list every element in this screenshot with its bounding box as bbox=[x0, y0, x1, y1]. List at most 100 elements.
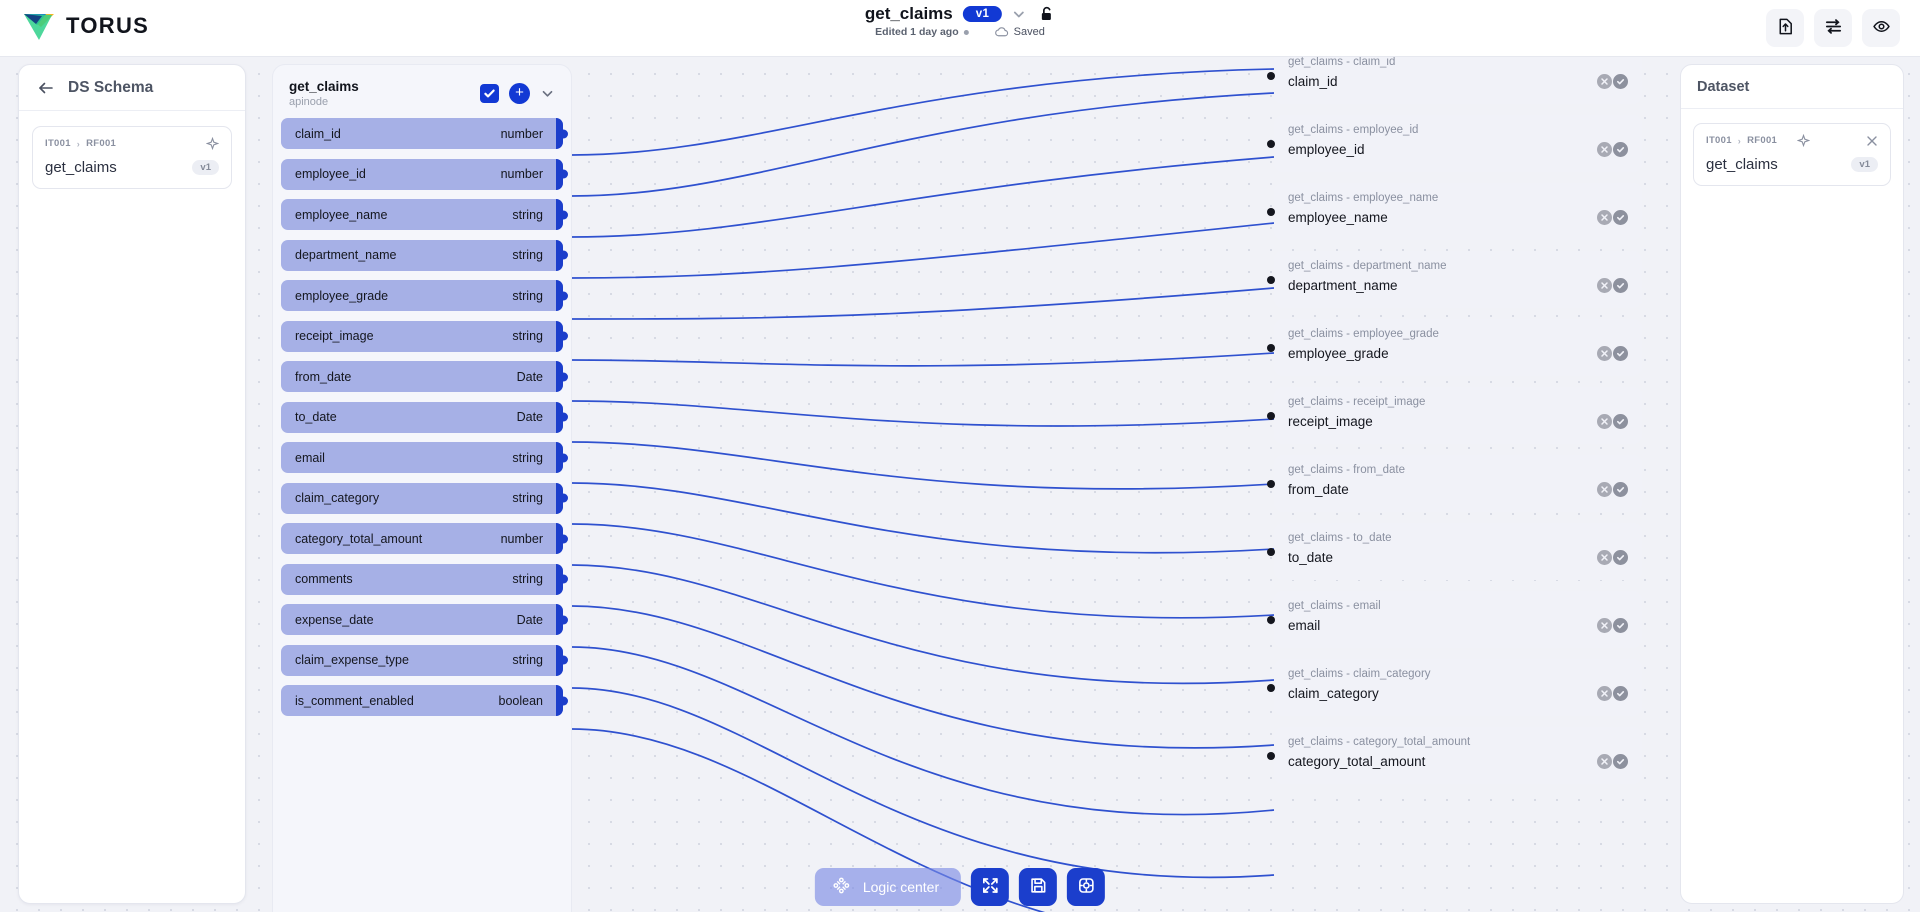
mapping-connector-handle[interactable] bbox=[1267, 275, 1275, 284]
field-connector-handle[interactable] bbox=[558, 210, 568, 219]
field-name: receipt_image bbox=[295, 329, 374, 343]
field-name: employee_id bbox=[295, 167, 366, 181]
mapping-connector-handle[interactable] bbox=[1267, 751, 1275, 760]
dataset-item-card[interactable]: IT001 › RF001 get_claims v1 bbox=[1693, 123, 1891, 186]
fit-view-button[interactable] bbox=[971, 868, 1010, 906]
field-connector-handle[interactable] bbox=[558, 412, 568, 422]
mapping-connector-handle[interactable] bbox=[1267, 615, 1275, 624]
mapping-reject-button[interactable] bbox=[1597, 346, 1612, 361]
mapping-connector-handle[interactable] bbox=[1267, 411, 1275, 420]
mapping-reject-button[interactable] bbox=[1597, 278, 1612, 293]
mapping-connector-handle[interactable] bbox=[1267, 207, 1275, 216]
mapping-accept-button[interactable] bbox=[1613, 414, 1628, 429]
mapping-connector-handle[interactable] bbox=[1267, 343, 1275, 352]
field-connector-handle[interactable] bbox=[558, 129, 568, 138]
version-badge[interactable]: v1 bbox=[962, 6, 1003, 22]
mapping-reject-button[interactable] bbox=[1597, 74, 1612, 89]
edited-text: Edited 1 day ago bbox=[875, 26, 959, 38]
preview-button[interactable] bbox=[1862, 9, 1900, 47]
mapping-reject-button[interactable] bbox=[1597, 686, 1612, 701]
field-connector-handle[interactable] bbox=[558, 655, 568, 665]
mapping-accept-button[interactable] bbox=[1613, 278, 1628, 293]
mapping-reject-button[interactable] bbox=[1597, 142, 1612, 157]
mapping-accept-button[interactable] bbox=[1613, 142, 1628, 157]
focus-button[interactable] bbox=[1067, 868, 1106, 906]
logic-center-button[interactable]: Logic center bbox=[814, 868, 962, 906]
mapping-accept-button[interactable] bbox=[1613, 346, 1628, 361]
mapping-reject-button[interactable] bbox=[1597, 414, 1612, 429]
field-connector-handle[interactable] bbox=[558, 696, 568, 705]
mapping-reject-button[interactable] bbox=[1597, 482, 1612, 497]
mapping-reject-button[interactable] bbox=[1597, 210, 1612, 225]
transform-button[interactable] bbox=[1814, 9, 1852, 47]
mapping-accept-button[interactable] bbox=[1613, 74, 1628, 89]
mapping-accept-button[interactable] bbox=[1613, 754, 1628, 769]
mapping-source-label: get_claims - category_total_amount bbox=[1288, 736, 1471, 748]
schema-item-card[interactable]: IT001 › RF001 get_claims v1 bbox=[32, 126, 232, 189]
mapping-connector-handle[interactable] bbox=[1267, 71, 1275, 80]
chevron-down-icon[interactable] bbox=[540, 86, 555, 101]
mapping-accept-button[interactable] bbox=[1613, 618, 1628, 633]
close-icon[interactable] bbox=[1866, 135, 1878, 147]
sparkle-icon[interactable] bbox=[205, 136, 220, 151]
export-file-button[interactable] bbox=[1766, 9, 1804, 47]
mapping-accept-button[interactable] bbox=[1613, 686, 1628, 701]
flow-canvas[interactable]: DS Schema IT001 › RF001 get_claims v1 ge… bbox=[0, 57, 1920, 912]
field-connector-handle[interactable] bbox=[558, 250, 568, 260]
mapping-accept-button[interactable] bbox=[1613, 482, 1628, 497]
mapping-accept-button[interactable] bbox=[1613, 210, 1628, 225]
field-connector-handle[interactable] bbox=[558, 493, 568, 503]
mapping-accept-button[interactable] bbox=[1613, 550, 1628, 565]
mapping-connector-handle[interactable] bbox=[1267, 683, 1275, 692]
arrow-left-icon[interactable] bbox=[37, 79, 55, 97]
sparkle-icon[interactable] bbox=[1796, 133, 1811, 148]
field-connector-handle[interactable] bbox=[558, 615, 568, 624]
add-field-button[interactable]: + bbox=[509, 83, 530, 104]
mapping-reject-button[interactable] bbox=[1597, 550, 1612, 565]
field-connector-handle[interactable] bbox=[558, 574, 568, 584]
field-connector-handle[interactable] bbox=[558, 291, 568, 300]
save-button[interactable] bbox=[1019, 868, 1058, 906]
field-connector-handle[interactable] bbox=[558, 331, 568, 341]
mapping-reject-button[interactable] bbox=[1597, 754, 1612, 769]
mapping-target-name: category_total_amount bbox=[1288, 754, 1426, 769]
mapping-connector-handle[interactable] bbox=[1267, 139, 1275, 148]
mapping-reject-button[interactable] bbox=[1597, 618, 1612, 633]
field-connector-handle[interactable] bbox=[558, 453, 568, 462]
field-connector-handle[interactable] bbox=[558, 169, 568, 179]
mapping-connector-handle[interactable] bbox=[1267, 547, 1275, 556]
field-connector-handle[interactable] bbox=[558, 534, 568, 543]
mapping-connector-handle[interactable] bbox=[1267, 479, 1275, 488]
unlock-icon[interactable] bbox=[1040, 6, 1055, 22]
field-connector-handle[interactable] bbox=[558, 372, 568, 381]
chevron-down-icon[interactable] bbox=[1012, 7, 1026, 21]
select-all-checkbox[interactable] bbox=[480, 84, 499, 103]
